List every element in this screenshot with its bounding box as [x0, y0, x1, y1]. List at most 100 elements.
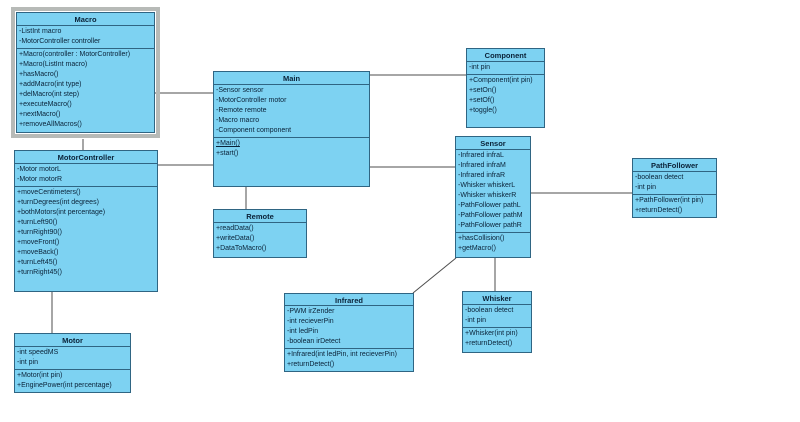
attribute-row: -MotorController motor — [216, 97, 287, 104]
class-motorcontroller[interactable]: MotorController-Motor motorL-Motor motor… — [14, 150, 158, 292]
class-title-macro: Macro — [74, 15, 97, 24]
method-row: +PathFollower(int pin) — [635, 197, 704, 204]
method-row: +turnRight90() — [17, 229, 62, 236]
method-row: +Macro(controller : MotorController) — [19, 51, 131, 58]
attribute-row: -MotorController controller — [19, 38, 101, 45]
class-motor[interactable]: Motor-int speedMS -int pin +Motor(int pin)… — [14, 333, 131, 393]
attributes-compartment: -Motor motorL -Motor motorR — [15, 163, 157, 186]
attributes-compartment: -int speedMS -int pin — [15, 346, 130, 369]
class-title-whisker: Whisker — [482, 294, 512, 303]
class-title-motor: Motor — [62, 336, 83, 345]
method-row: +bothMotors(int percentage) — [17, 209, 106, 216]
method-row: +Infrared(int ledPin, int recieverPin) — [287, 351, 397, 358]
methods-compartment: +Macro(controller : MotorController) +Mac… — [17, 48, 154, 132]
method-row: +Motor(int pin) — [17, 372, 63, 379]
class-whisker[interactable]: Whisker -boolean detect -int pin +Whisker(i… — [462, 291, 532, 353]
method-row: +moveFront() — [17, 239, 60, 246]
attribute-row: -PWM irZender — [287, 308, 335, 315]
method-row: +returnDetect() — [287, 361, 335, 368]
attribute-row: -Infrared infraM — [458, 162, 506, 169]
attribute-row: -Infrared infraR — [458, 172, 506, 179]
method-row: +nextMacro() — [19, 111, 61, 118]
class-main[interactable]: Main -Sensor sensor -MotorController motor… — [213, 71, 370, 187]
methods-compartment: +Motor(int pin) +EnginePower(int percenta… — [15, 369, 130, 392]
attribute-row: -int speedMS — [17, 349, 59, 356]
methods-compartment: +moveCentimeters() +turnDegrees(int degre… — [15, 186, 157, 291]
method-row: +hasMacro() — [19, 71, 59, 78]
attributes-compartment: -boolean detect -int pin — [633, 171, 716, 194]
method-row: +moveBack() — [17, 249, 59, 256]
attributes-compartment: -ListInt macro -MotorController controlle… — [17, 25, 154, 48]
attribute-row: -Motor motorR — [17, 176, 63, 183]
attribute-row: -int pin — [635, 184, 657, 191]
class-pathfollower[interactable]: PathFollower -boolean detect -int pin +Path… — [632, 158, 717, 218]
class-title-component: Component — [484, 51, 527, 60]
attribute-row: -boolean detect — [465, 307, 514, 314]
class-component[interactable]: Component -int pin +Component(int pin) +set… — [466, 48, 545, 128]
attribute-row: -int pin — [465, 317, 487, 324]
attribute-row: -int pin — [17, 359, 39, 366]
attribute-row: -PathFollower pathR — [458, 222, 522, 229]
attribute-row: -ListInt macro — [19, 28, 62, 35]
connector-sensor-infrared[interactable] — [412, 257, 457, 294]
method-row: +writeData() — [216, 235, 255, 242]
selection-frame — [11, 7, 160, 138]
method-row: +hasCollision() — [458, 235, 505, 242]
attribute-row: -int pin — [469, 64, 491, 71]
attribute-row: -PathFollower pathM — [458, 212, 523, 219]
method-row: +removeAllMacros() — [19, 121, 82, 128]
methods-compartment: +readData() +writeData() +DataToMacro() — [214, 222, 306, 257]
class-title-main: Main — [282, 74, 301, 83]
attribute-row: -Whisker whiskerL — [458, 182, 516, 189]
attributes-compartment: -Infrared infraL -Infrared infraM -Infrare… — [456, 149, 530, 232]
method-row: +EnginePower(int percentage) — [17, 382, 112, 389]
method-row: +readData() — [216, 225, 254, 232]
class-remote[interactable]: Remote +readData() +writeData() +DataToMacr… — [213, 209, 307, 258]
method-row: +setOf() — [469, 97, 495, 104]
method-row: +turnDegrees(int degrees) — [17, 199, 99, 206]
method-row: +DataToMacro() — [216, 245, 267, 252]
method-row: +Whisker(int pin) — [465, 330, 518, 337]
class-title-infrared: Infrared — [335, 296, 363, 305]
method-row: +Main() — [216, 140, 240, 147]
method-row: +getMacro() — [458, 245, 496, 252]
method-row: +executeMacro() — [19, 101, 72, 108]
attribute-row: -Whisker whiskerR — [458, 192, 517, 199]
attribute-row: -Sensor sensor — [216, 87, 264, 94]
class-title-pathfollower: PathFollower — [650, 161, 699, 170]
attributes-compartment: -Sensor sensor -MotorController motor -Rem… — [214, 84, 369, 137]
method-row: +moveCentimeters() — [17, 189, 81, 196]
method-row: +Macro(ListInt macro) — [19, 61, 88, 68]
class-title-sensor: Sensor — [480, 139, 506, 148]
methods-compartment: +hasCollision() +getMacro() — [456, 232, 530, 257]
attribute-row: -Remote remote — [216, 107, 267, 114]
attributes-compartment: -PWM irZender -int recieverPin -int ledPin… — [285, 305, 413, 348]
methods-compartment: +PathFollower(int pin)+returnDetect() — [633, 194, 716, 217]
attribute-row: -boolean detect — [635, 174, 684, 181]
class-macro[interactable]: Macro -ListInt macro -MotorController cont… — [16, 12, 155, 133]
method-row: +setOn() — [469, 87, 497, 94]
attributes-compartment: -int pin — [467, 61, 544, 74]
methods-compartment: +Component(int pin) +setOn() +setOf() +togg… — [467, 74, 544, 127]
method-row: +toggle() — [469, 107, 497, 114]
attribute-row: -Macro macro — [216, 117, 260, 124]
methods-compartment: +Whisker(int pin) +returnDetect() — [463, 327, 531, 352]
attributes-compartment: -boolean detect -int pin — [463, 304, 531, 327]
attribute-row: -Infrared infraL — [458, 152, 504, 159]
attribute-row: -int recieverPin — [287, 318, 334, 325]
attribute-row: -Motor motorL — [17, 166, 61, 173]
method-row: +turnLeft45() — [17, 259, 58, 266]
method-row: +Component(int pin) — [469, 77, 533, 84]
class-title-motorcontroller: MotorController — [57, 153, 115, 162]
method-row: +start() — [216, 150, 239, 157]
class-title-remote: Remote — [246, 212, 274, 221]
method-row: +returnDetect() — [465, 340, 513, 347]
class-infrared[interactable]: Infrared-PWM irZender -int recieverPin -in… — [284, 293, 414, 372]
attribute-row: -Component component — [216, 127, 292, 134]
attribute-row: -PathFollower pathL — [458, 202, 521, 209]
class-sensor[interactable]: Sensor-Infrared infraL-Infrared infraM-I… — [455, 136, 531, 258]
method-row: +turnRight45() — [17, 269, 62, 276]
attribute-row: -int ledPin — [287, 328, 319, 335]
